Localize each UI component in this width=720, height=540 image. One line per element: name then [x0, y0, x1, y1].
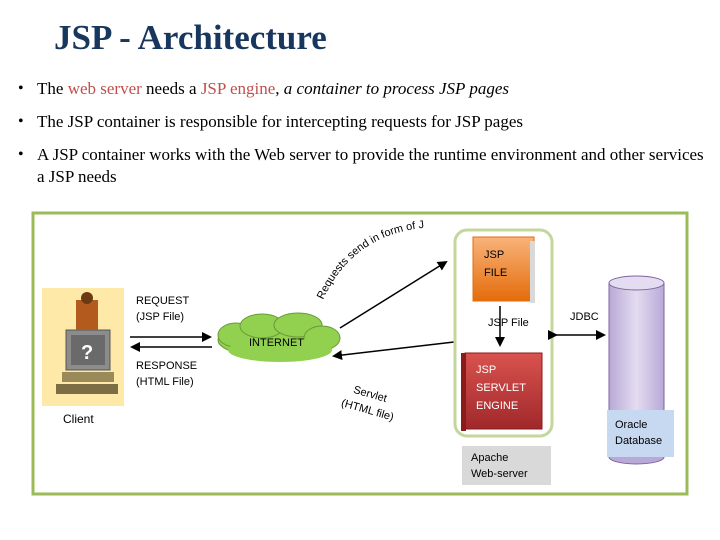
- engine-label-1: JSP: [476, 364, 496, 376]
- apache-web-server-box: [462, 446, 551, 485]
- bullet-text: needs a: [141, 79, 201, 98]
- bullet-text: The: [37, 79, 68, 98]
- highlight-text: web server: [67, 79, 142, 98]
- engine-label-2: SERVLET: [476, 382, 526, 394]
- italic-text: a container to process JSP pages: [283, 79, 509, 98]
- jsp-file-box: [472, 236, 535, 302]
- database-label: Database: [615, 435, 662, 447]
- slide-title: JSP - Architecture: [54, 18, 327, 57]
- client-computer-icon: ?: [42, 288, 124, 406]
- bullet-item: A JSP container works with the Web serve…: [18, 144, 708, 188]
- internet-label: INTERNET: [249, 337, 304, 349]
- bullet-list: The web server needs a JSP engine, a con…: [18, 78, 708, 199]
- jsp-file-arrow-label: JSP File: [488, 317, 529, 329]
- jdbc-label: JDBC: [570, 311, 599, 323]
- web-server-label: Web-server: [471, 468, 528, 480]
- request-sublabel: (JSP File): [136, 311, 184, 323]
- jsp-servlet-engine-box: [464, 352, 543, 430]
- bullet-text: ,: [275, 79, 284, 98]
- bullet-item: The JSP container is responsible for int…: [18, 111, 708, 133]
- internet-cloud-icon: [217, 312, 341, 362]
- bullet-text: The JSP container is responsible for int…: [37, 112, 523, 131]
- response-label: RESPONSE: [136, 360, 197, 372]
- client-label: Client: [63, 412, 94, 426]
- highlight-text: JSP engine: [200, 79, 276, 98]
- engine-label-3: ENGINE: [476, 400, 518, 412]
- servlet-response-arrow: [332, 341, 455, 361]
- request-label: REQUEST: [136, 295, 189, 307]
- oracle-label: Oracle: [615, 419, 647, 431]
- jsp-file-box-sublabel: FILE: [484, 267, 507, 279]
- request-to-server-arrow: [339, 260, 448, 329]
- bullet-text: A JSP container works with the Web serve…: [37, 145, 704, 186]
- apache-label: Apache: [471, 452, 508, 464]
- svg-text:?: ?: [81, 342, 93, 364]
- jsp-file-box-label: JSP: [484, 249, 504, 261]
- oracle-database-box: [607, 410, 674, 457]
- bullet-item: The web server needs a JSP engine, a con…: [18, 78, 708, 100]
- response-sublabel: (HTML File): [136, 376, 194, 388]
